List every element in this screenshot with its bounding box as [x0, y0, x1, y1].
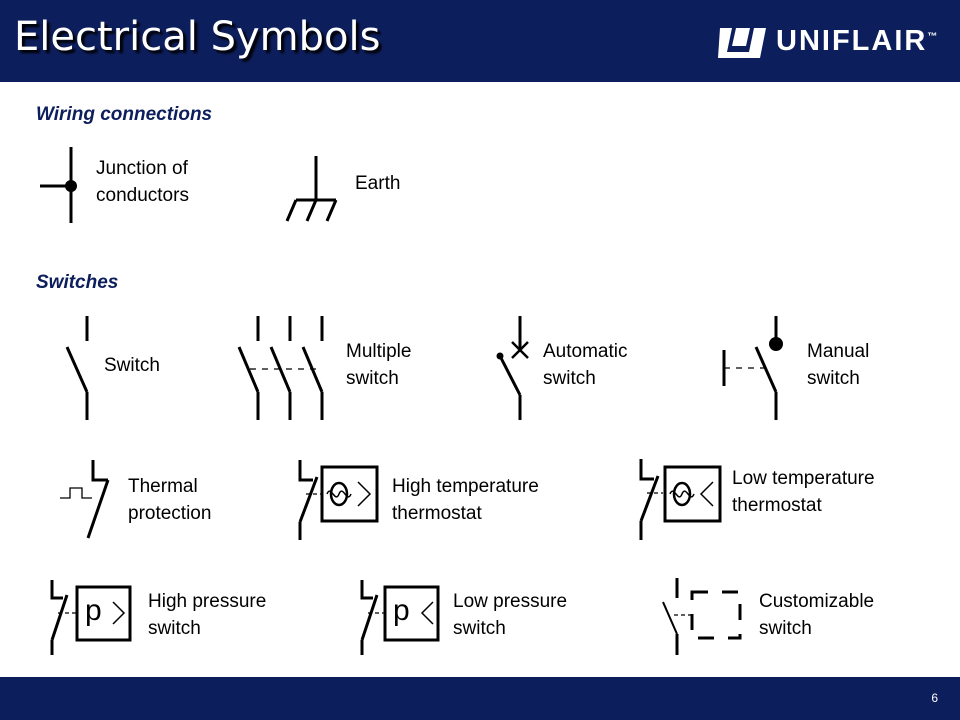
logo-wordmark: UNIFLAIR™ — [776, 25, 940, 57]
uniflair-logo: UNIFLAIR™ — [716, 22, 946, 62]
earth-symbol-icon — [285, 156, 338, 222]
junction-symbol-icon — [40, 147, 77, 223]
high-temp-thermostat-symbol-icon — [298, 460, 379, 540]
footer-bar: 6 — [0, 677, 960, 720]
low-temp-thermostat-symbol-icon — [639, 459, 722, 540]
switch-label: Switch — [104, 355, 160, 376]
earth-label: Earth — [355, 173, 401, 194]
manual-switch-symbol-icon — [722, 316, 783, 420]
low-pressure-switch-symbol-icon — [360, 580, 440, 655]
uniflair-logo-mark — [718, 28, 766, 58]
page-number: 6 — [931, 691, 938, 705]
automatic-switch-symbol-icon — [496, 316, 529, 420]
customizable-switch-symbol-icon — [662, 578, 742, 655]
thermal-protection-symbol-icon — [60, 460, 110, 539]
low-pressure-p-glyph: p — [393, 594, 410, 627]
section-wiring-connections: Wiring connections — [36, 104, 213, 125]
header-bar: Electrical Symbols UNIFLAIR™ — [0, 0, 960, 82]
high-pressure-switch-symbol-icon — [50, 580, 132, 655]
switch-symbol-icon — [65, 316, 89, 420]
page-title: Electrical Symbols — [14, 14, 381, 60]
section-switches: Switches — [36, 272, 119, 293]
high-pressure-p-glyph: p — [85, 594, 102, 627]
multiple-switch-symbol-icon — [237, 316, 324, 420]
